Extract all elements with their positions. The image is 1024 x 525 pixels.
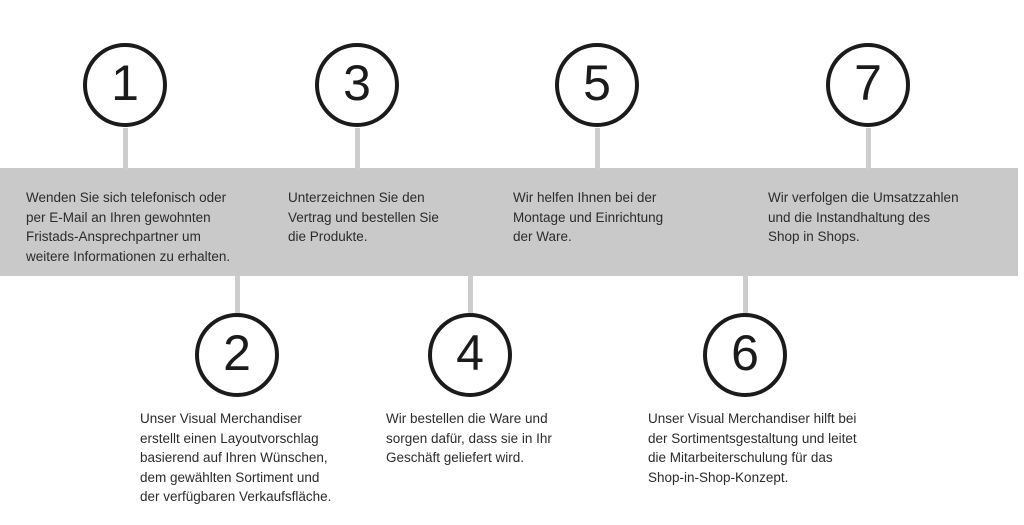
step-circle-7: 7 xyxy=(826,43,910,127)
step-number-label: 7 xyxy=(854,55,882,111)
connector-line-step-4 xyxy=(468,275,473,315)
step-description-7: Wir verfolgen die Umsatzzahlen und die I… xyxy=(768,190,959,244)
step-circle-5: 5 xyxy=(555,43,639,127)
step-number-label: 5 xyxy=(583,55,611,111)
step-number-label: 4 xyxy=(456,325,484,381)
step-number-label: 3 xyxy=(343,55,371,111)
step-circle-1: 1 xyxy=(83,43,167,127)
connector-line-step-1 xyxy=(123,128,128,170)
step-description-5: Wir helfen Ihnen bei der Montage und Ein… xyxy=(513,190,664,244)
gray-text-band xyxy=(0,168,1018,276)
step-description-2: Unser Visual Merchandiser erstellt einen… xyxy=(140,411,332,504)
step-circle-6: 6 xyxy=(703,313,787,397)
connector-line-step-7 xyxy=(866,128,871,170)
step-circle-4: 4 xyxy=(428,313,512,397)
step-description-6: Unser Visual Merchandiser hilft bei der … xyxy=(648,411,857,485)
step-description-4: Wir bestellen die Ware und sorgen dafür,… xyxy=(386,411,552,465)
connector-line-step-2 xyxy=(235,275,240,315)
step-number-label: 6 xyxy=(731,325,759,381)
step-circle-2: 2 xyxy=(195,313,279,397)
step-number-label: 2 xyxy=(223,325,251,381)
step-number-label: 1 xyxy=(111,55,139,111)
connector-line-step-3 xyxy=(355,128,360,170)
connector-line-step-5 xyxy=(595,128,600,170)
step-description-3: Unterzeichnen Sie den Vertrag und bestel… xyxy=(288,190,439,244)
step-circle-3: 3 xyxy=(315,43,399,127)
step-description-1: Wenden Sie sich telefonisch oder per E-M… xyxy=(26,190,231,264)
connector-line-step-6 xyxy=(743,275,748,315)
